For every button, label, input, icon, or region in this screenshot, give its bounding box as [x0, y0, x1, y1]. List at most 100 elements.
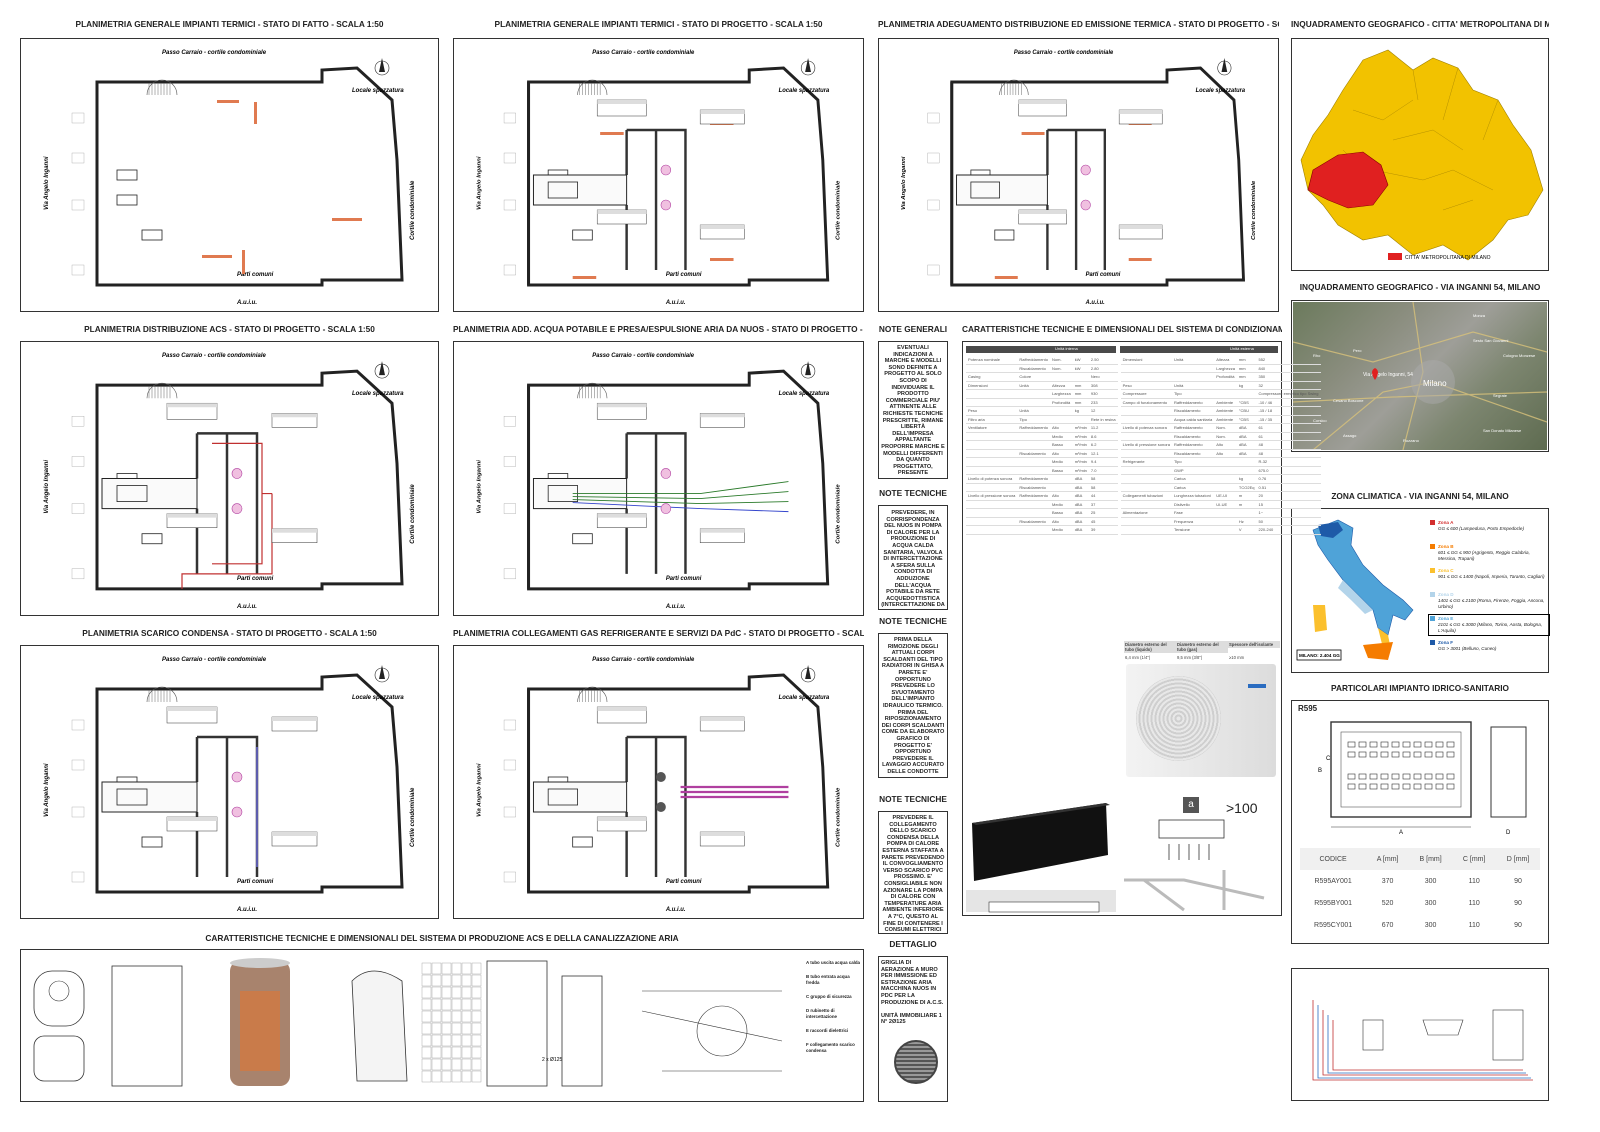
acs-legend-item: C gruppo di sicurezza — [806, 994, 852, 999]
plan-locale-label: Locale spazzatura — [1196, 88, 1246, 94]
spec-cell: 61 — [1256, 423, 1321, 433]
spec-cell: Fase — [1171, 508, 1215, 518]
spec-cell: UE-UI — [1214, 491, 1237, 501]
spec-cell: dBA — [1072, 508, 1089, 518]
spec-cell — [1214, 517, 1237, 526]
pipe-head: Spessore dell'isolante — [1228, 641, 1280, 648]
spec-cell: 9.4 — [1088, 457, 1120, 467]
title-distribuzione-emissione: PLANIMETRIA ADEGUAMENTO DISTRIBUZIONE ED… — [878, 19, 1279, 29]
spec-cell: 308 — [1088, 381, 1120, 390]
dim-label-b: B — [1318, 768, 1322, 774]
spec-cell: Rete in resina — [1088, 415, 1120, 424]
spec-cell: Refrigerante — [1117, 457, 1172, 467]
corridor — [532, 781, 628, 813]
nuos-unit — [231, 806, 243, 818]
nuos-unit — [660, 503, 672, 514]
plan-top-label: Passo Carraio - cortile condominiale — [592, 50, 695, 56]
plan-aui-label: A.u.i.u. — [665, 907, 686, 913]
spec-cell — [966, 500, 1018, 509]
climate-zone-swatch — [1430, 520, 1435, 526]
spec-cell — [1117, 483, 1172, 492]
spec-cell: Alto — [1050, 491, 1073, 501]
nuos-unit — [1080, 199, 1091, 211]
plan-bottom-label: Parti comuni — [1086, 272, 1121, 278]
piping-diagram — [641, 990, 783, 1072]
spec-cell: Carica — [1171, 483, 1215, 492]
spec-cell: V — [1236, 525, 1257, 535]
aerial-town-label: Rho — [1313, 353, 1321, 358]
spec-cell: Ambiente — [1214, 406, 1237, 416]
spec-cell — [1117, 364, 1172, 373]
spec-cell: dBA — [1072, 500, 1089, 509]
spec-cell: m — [1236, 500, 1257, 509]
spec-cell: dBA — [1236, 423, 1257, 433]
acs-legend-item: E raccordi dielettrici — [806, 1028, 849, 1033]
spec-cell: 840 — [1256, 364, 1321, 373]
plan-right-label: Cortile condominiale — [835, 484, 841, 544]
radiator — [332, 218, 362, 221]
water-pipe — [572, 502, 789, 513]
spec-cell: 48 — [1256, 440, 1321, 450]
spec-cell — [966, 440, 1018, 450]
wall-bracket — [1124, 870, 1265, 912]
panel-stato-fatto — [20, 38, 439, 312]
plan-walls — [527, 369, 830, 591]
plan-top-label: Passo Carraio - cortile condominiale — [592, 353, 694, 359]
aerial-town-label: Pero — [1353, 348, 1362, 353]
spec-cell: Basso — [1050, 466, 1073, 475]
panel-gas-refrigerante — [453, 645, 864, 919]
cold-pipe — [1317, 1005, 1531, 1079]
plan-walls — [950, 66, 1246, 287]
spec-cell: kg — [1236, 474, 1257, 484]
stairs — [577, 79, 608, 96]
window-opening — [116, 194, 138, 206]
pipe-table: Diametro esterno del tubo (liquido)6,4 m… — [1124, 641, 1280, 663]
window-opening — [572, 836, 593, 848]
spec-cell — [1236, 389, 1257, 399]
spec-cell: Alto — [1214, 449, 1237, 458]
spec-cell: 675.0 — [1256, 466, 1321, 475]
plan-bottom-label: Parti comuni — [666, 879, 702, 885]
spec-cell: 552 — [1256, 356, 1321, 365]
spec-cell: Altezza — [1050, 381, 1073, 390]
spec-cell: Riscaldamento — [1017, 364, 1050, 373]
geo-legend: CITTA' METROPOLITANA DI MILANO — [1405, 255, 1491, 261]
spec-cell: Raffreddamento — [1171, 440, 1215, 450]
spec-cell: dBA — [1236, 449, 1257, 458]
spec-cell: Tipo — [1017, 415, 1050, 424]
window-opening — [141, 229, 163, 241]
spec-cell — [1017, 466, 1050, 475]
nuos-unit — [660, 199, 672, 211]
spec-cell: Basso — [1050, 508, 1073, 518]
spec-cell: 7.0 — [1088, 466, 1120, 475]
north-arrow-icon — [374, 58, 390, 76]
spec-cell — [1214, 474, 1237, 484]
dim-cell: 110 — [1468, 921, 1480, 929]
aerial-street-label: Via Angelo Inganni, 54 — [1363, 372, 1413, 378]
radiator — [254, 102, 257, 124]
title-condizionamento: CARATTERISTICHE TECNICHE E DIMENSIONALI … — [962, 324, 1282, 334]
spec-cell — [1117, 372, 1172, 382]
dim-cell: 520 — [1381, 899, 1394, 907]
panel-acqua-potabile — [453, 341, 864, 616]
nuos-unit — [231, 503, 243, 514]
spec-cell: Nom. — [1214, 432, 1237, 441]
plan-top-label: Passo Carraio - cortile condominiale — [592, 657, 695, 663]
spec-cell: Larghezza — [1050, 389, 1073, 399]
spec-cell: °CBS — [1236, 398, 1257, 407]
spec-cell: Raffreddamento — [1017, 423, 1050, 433]
title-stato-fatto: PLANIMETRIA GENERALE IMPIANTI TERMICI - … — [75, 19, 384, 29]
dim-cell: 90 — [1514, 899, 1522, 907]
climate-zone-text: GG > 3001 (Belluno, Cuneo) — [1438, 646, 1497, 651]
spec-cell — [966, 525, 1018, 535]
